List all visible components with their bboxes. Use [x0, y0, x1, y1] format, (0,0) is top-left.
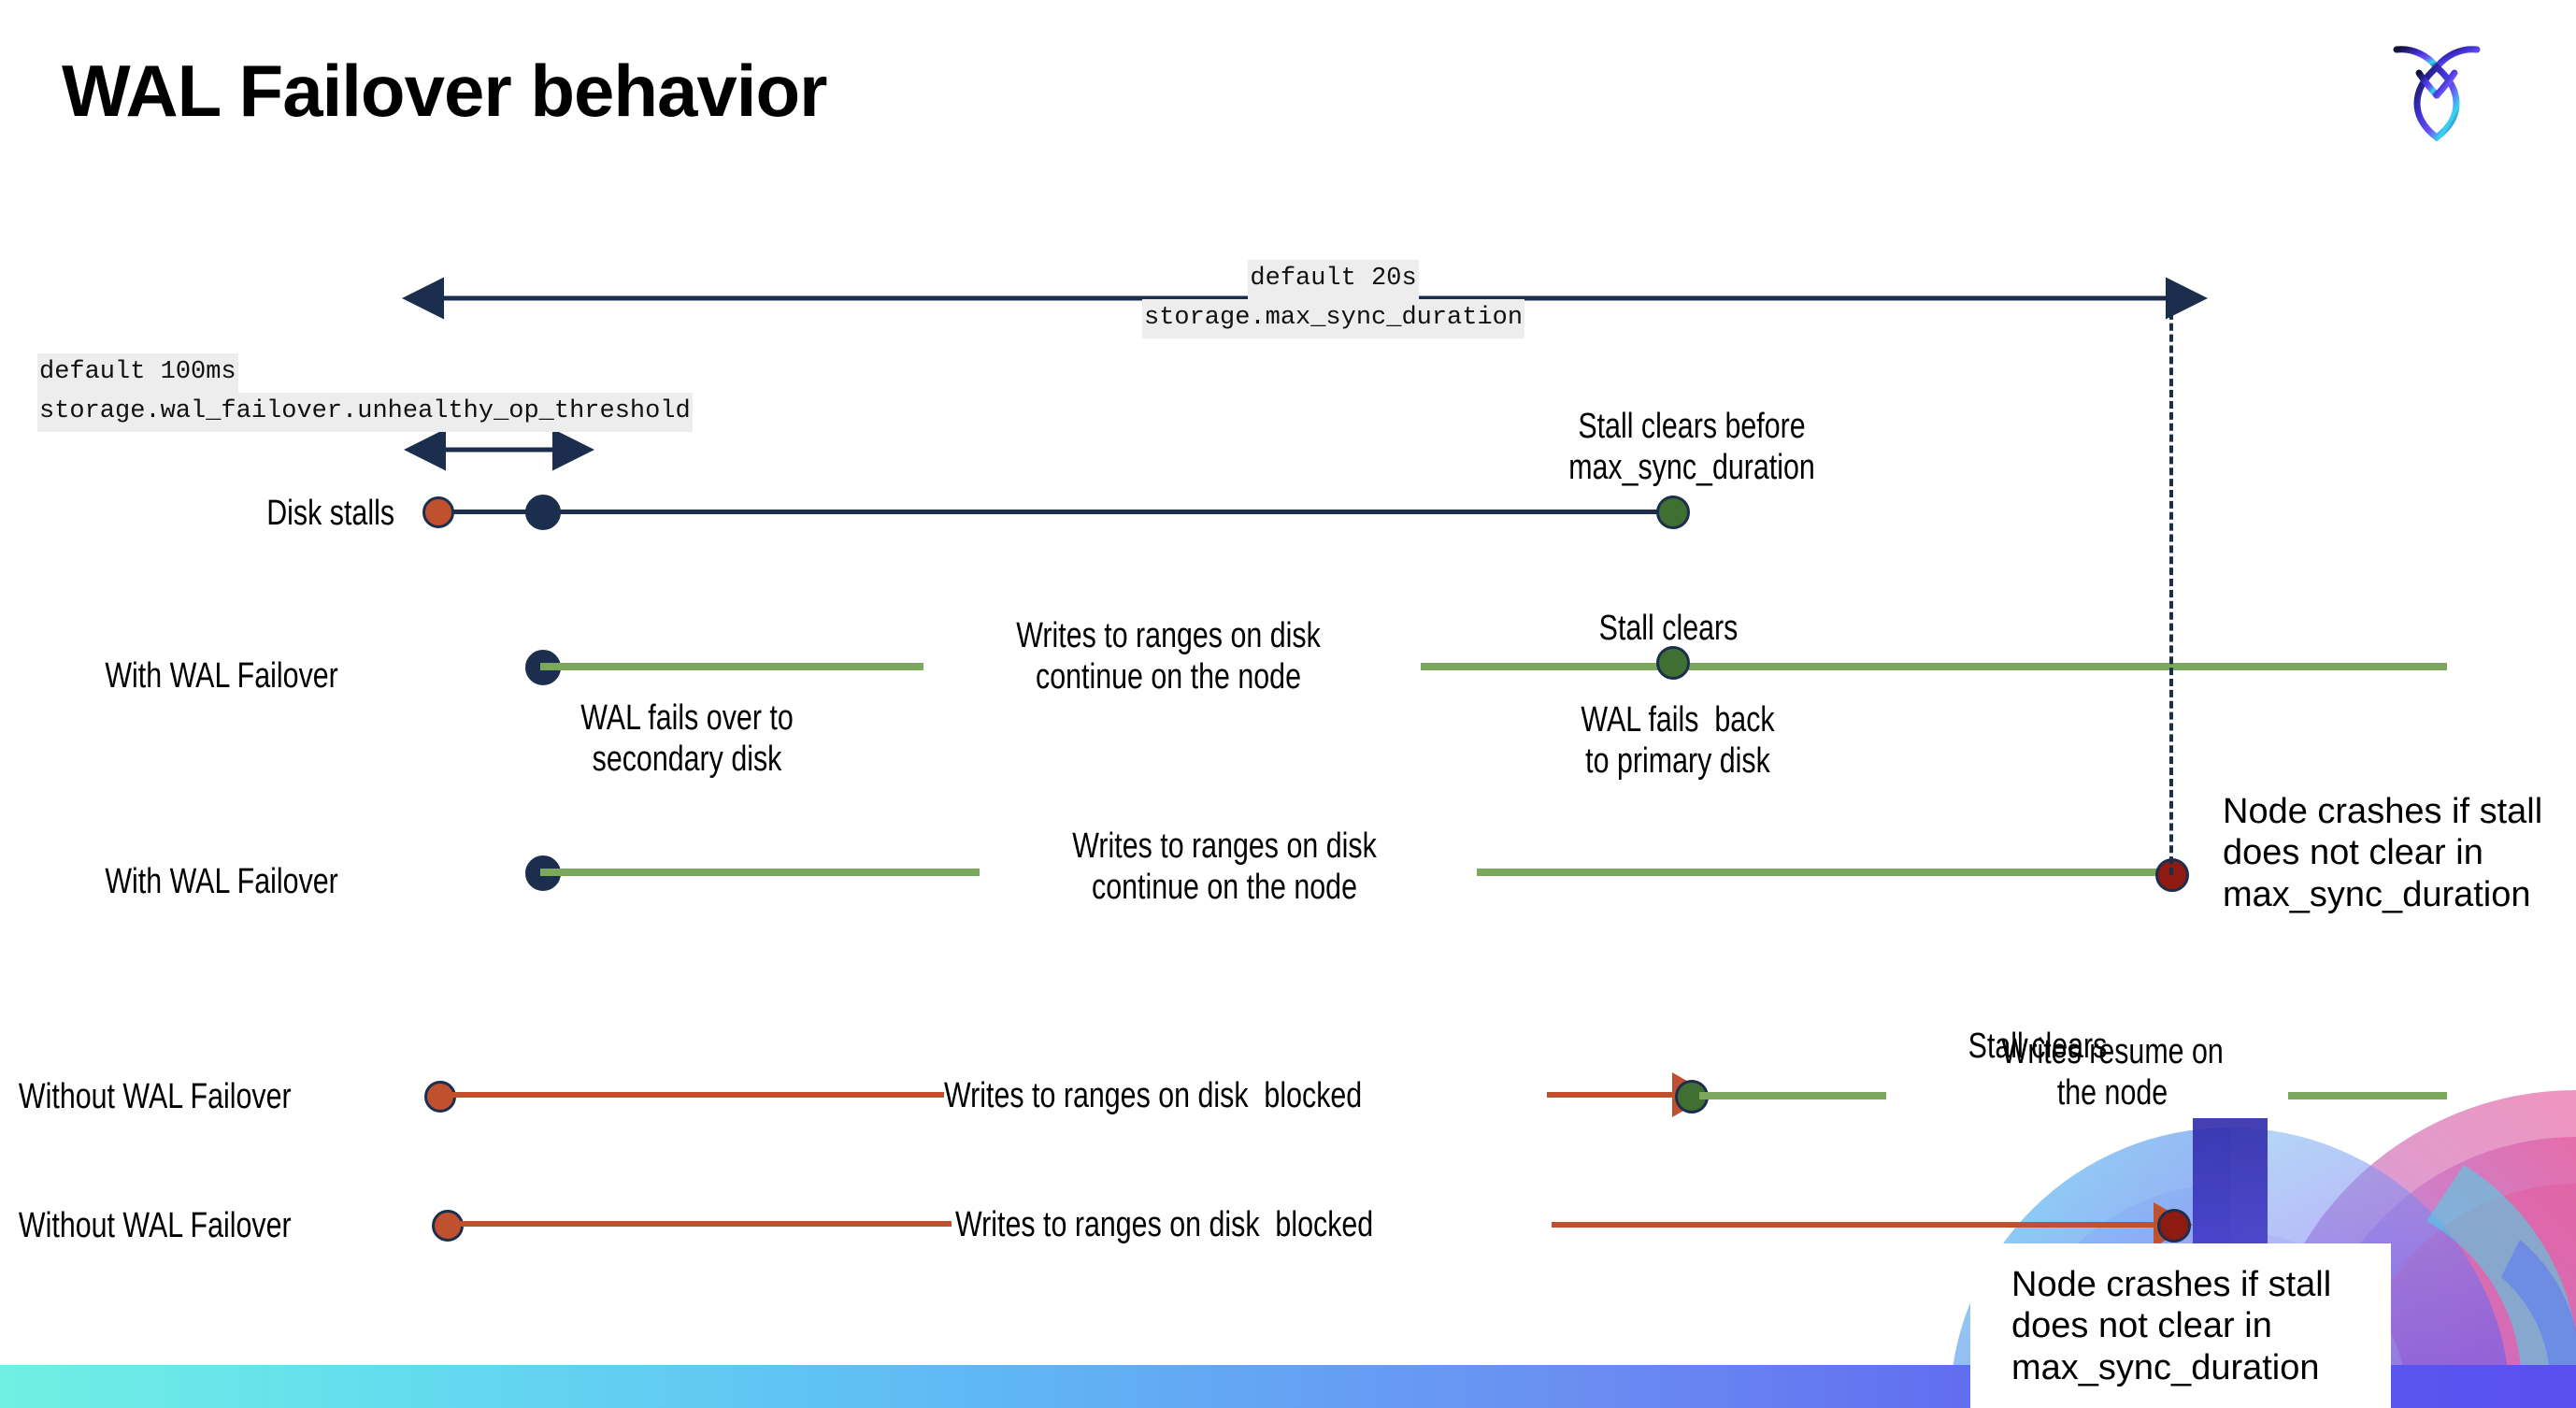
without-failover-1-seg-c: [2288, 1092, 2447, 1099]
max-sync-name-label: storage.max_sync_duration: [1142, 298, 1525, 338]
without-failover-1-seg-a: [439, 1092, 944, 1098]
max-sync-duration-setting: default 20s storage.max_sync_duration: [1142, 260, 1525, 338]
with-failover-2-seg-a: [540, 869, 980, 876]
unhealthy-op-threshold-setting: default 100ms storage.wal_failover.unhea…: [37, 353, 693, 432]
without-failover-1-clear-note: Stall clears: [1968, 1027, 2108, 1066]
with-failover-2-middle-note: Writes to ranges on disk continue on the…: [1072, 826, 1377, 908]
unhealthy-op-default-label: default 100ms: [37, 353, 238, 393]
max-sync-default-label: default 20s: [1248, 260, 1419, 299]
disk-stalls-timeline: [437, 510, 1681, 514]
without-failover-2-crash-dot: [2157, 1209, 2191, 1243]
row-label-with-failover-2: With WAL Failover: [105, 862, 338, 901]
with-failover-2-seg-b: [1477, 869, 2168, 876]
with-failover-1-seg-a: [540, 663, 923, 670]
without-failover-1-seg-b: [1699, 1092, 1886, 1099]
with-failover-1-seg-b: [1421, 663, 2447, 670]
unhealthy-op-name-label: storage.wal_failover.unhealthy_op_thresh…: [37, 392, 693, 432]
disk-stalls-clear-note: Stall clears before max_sync_duration: [1568, 407, 1815, 488]
with-failover-1-start-note: WAL fails over to secondary disk: [580, 698, 794, 780]
disk-stalls-failover-dot: [525, 495, 561, 530]
without-failover-1-blocked-note: Writes to ranges on disk blocked: [944, 1076, 1363, 1115]
row-label-without-failover-2: Without WAL Failover: [19, 1206, 292, 1245]
page-title: WAL Failover behavior: [62, 50, 827, 132]
without-failover-1-resume-note: Writes resume on the node: [2001, 1032, 2224, 1113]
with-failover-1-clear-note: Stall clears: [1598, 609, 1739, 648]
disk-stalls-clear-dot: [1656, 496, 1690, 529]
max-sync-dashed-connector: [2169, 301, 2173, 875]
row-label-without-failover-1: Without WAL Failover: [19, 1077, 292, 1116]
with-failover-1-middle-note: Writes to ranges on disk continue on the…: [1016, 616, 1321, 697]
with-failover-1-clear-dot: [1656, 646, 1690, 680]
without-failover-2-seg-a: [447, 1221, 952, 1227]
disk-stalls-start-dot: [422, 496, 454, 528]
with-failover-2-crash-note: Node crashes if stall does not clear in …: [2223, 792, 2543, 914]
with-failover-1-back-note: WAL fails back to primary disk: [1581, 700, 1775, 782]
without-failover-2-blocked-note: Writes to ranges on disk blocked: [955, 1205, 1374, 1244]
row-label-with-failover-1: With WAL Failover: [105, 656, 338, 696]
row-label-disk-stalls: Disk stalls: [266, 494, 394, 533]
crash-callout-box: [1970, 1243, 2391, 1408]
without-failover-2-crash-note: Node crashes if stall does not clear in …: [2011, 1265, 2332, 1387]
cockroachdb-logo-icon: [2387, 32, 2486, 146]
